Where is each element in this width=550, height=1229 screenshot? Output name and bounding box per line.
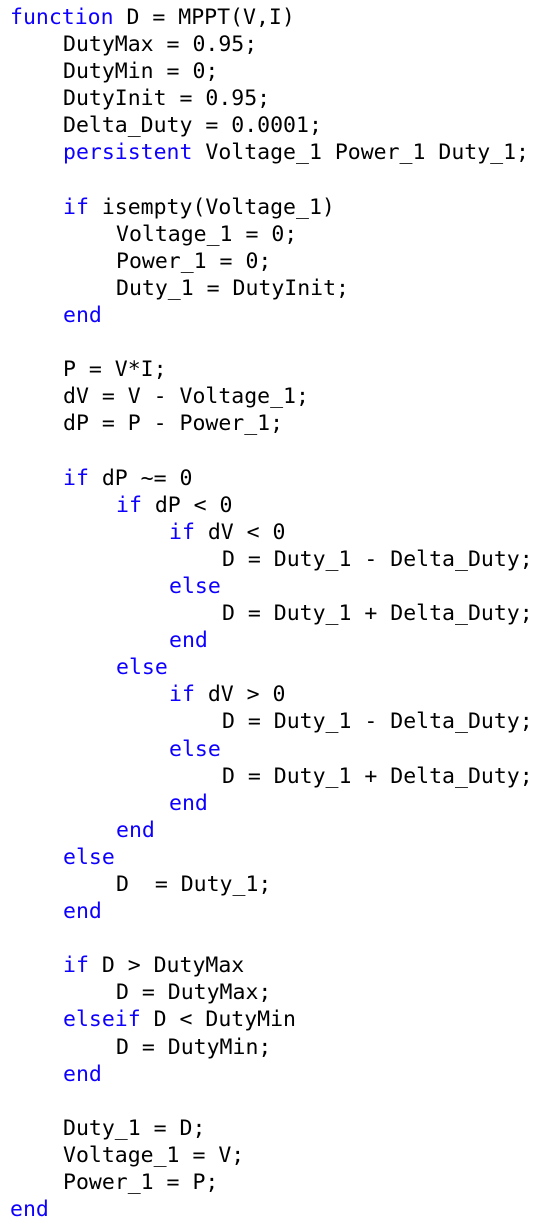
code-text: Power_1 = P; [63, 1170, 219, 1196]
code-line: end [0, 1061, 550, 1088]
code-text: dP = P - Power_1; [63, 411, 284, 437]
code-keyword: end [63, 303, 102, 329]
code-text: Duty_1 = DutyInit; [116, 275, 349, 301]
code-line: else [0, 844, 550, 871]
code-line: function D = MPPT(V,I) [0, 4, 550, 31]
code-text: isempty(Voltage_1) [88, 194, 335, 220]
code-keyword: if [169, 519, 195, 545]
code-line: Duty_1 = D; [0, 1115, 550, 1142]
code-text: D = Duty_1 + Delta_Duty; [222, 601, 533, 627]
code-text: dV < 0 [194, 519, 286, 545]
code-text: Voltage_1 = V; [63, 1142, 245, 1168]
code-keyword: end [169, 628, 208, 654]
code-text: dP < 0 [141, 492, 233, 518]
code-text: dP ~= 0 [88, 465, 193, 491]
code-line: Delta_Duty = 0.0001; [0, 112, 550, 139]
code-line: D = Duty_1 + Delta_Duty; [0, 763, 550, 790]
code-text: D < DutyMin [140, 1007, 297, 1033]
code-line: else [0, 654, 550, 681]
code-text: Duty_1 = D; [63, 1115, 206, 1141]
code-text: D = Duty_1 + Delta_Duty; [222, 763, 533, 789]
code-line: DutyInit = 0.95; [0, 85, 550, 112]
code-line: DutyMax = 0.95; [0, 31, 550, 58]
code-line: if D > DutyMax [0, 952, 550, 979]
code-text: D > DutyMax [88, 953, 245, 979]
code-line: end [0, 302, 550, 329]
code-line: end [0, 790, 550, 817]
code-line [0, 329, 550, 356]
code-keyword: function [10, 5, 114, 30]
code-keyword: persistent [63, 140, 193, 166]
code-keyword: end [10, 1197, 49, 1223]
code-keyword: if [116, 492, 142, 518]
code-text: DutyMin = 0; [63, 59, 219, 85]
code-keyword: else [116, 655, 168, 681]
code-keyword: else [63, 844, 115, 870]
code-line: D = Duty_1 - Delta_Duty; [0, 708, 550, 735]
code-line: if dV < 0 [0, 519, 550, 546]
code-keyword: else [169, 573, 221, 599]
code-keyword: if [63, 953, 89, 979]
code-text: D = Duty_1 - Delta_Duty; [222, 709, 533, 735]
code-text: dV = V - Voltage_1; [63, 384, 309, 410]
code-text: Power_1 = 0; [116, 248, 272, 274]
code-line: if isempty(Voltage_1) [0, 194, 550, 221]
code-line: end [0, 898, 550, 925]
code-keyword: else [169, 736, 221, 762]
code-text: Voltage_1 = 0; [116, 221, 298, 247]
code-keyword: end [116, 817, 155, 843]
code-text: D = DutyMax; [116, 980, 272, 1006]
code-line: D = Duty_1 - Delta_Duty; [0, 546, 550, 573]
code-line: else [0, 573, 550, 600]
code-line: elseif D < DutyMin [0, 1006, 550, 1033]
code-text: DutyInit = 0.95; [63, 86, 271, 112]
code-line: if dP < 0 [0, 492, 550, 519]
code-line [0, 438, 550, 465]
code-text: D = DutyMin; [116, 1034, 272, 1060]
code-line: Voltage_1 = 0; [0, 221, 550, 248]
code-text: D = MPPT(V,I) [113, 5, 295, 30]
code-line: end [0, 627, 550, 654]
code-line: D = Duty_1; [0, 871, 550, 898]
code-text: dV > 0 [194, 682, 286, 708]
code-line: D = Duty_1 + Delta_Duty; [0, 600, 550, 627]
code-line: persistent Voltage_1 Power_1 Duty_1; [0, 139, 550, 166]
code-line: if dV > 0 [0, 681, 550, 708]
code-text: P = V*I; [63, 357, 167, 383]
code-line: D = DutyMin; [0, 1034, 550, 1061]
code-keyword: elseif [63, 1007, 141, 1033]
code-line: dP = P - Power_1; [0, 410, 550, 437]
code-line [0, 1088, 550, 1115]
code-keyword: if [63, 465, 89, 491]
code-line: P = V*I; [0, 356, 550, 383]
code-line: Voltage_1 = V; [0, 1142, 550, 1169]
code-text: DutyMax = 0.95; [63, 32, 258, 58]
code-line [0, 167, 550, 194]
code-text: Delta_Duty = 0.0001; [63, 113, 322, 139]
code-line: D = DutyMax; [0, 979, 550, 1006]
code-line: Duty_1 = DutyInit; [0, 275, 550, 302]
code-line: Power_1 = P; [0, 1169, 550, 1196]
code-text: D = Duty_1 - Delta_Duty; [222, 546, 533, 572]
code-line: Power_1 = 0; [0, 248, 550, 275]
code-line [0, 925, 550, 952]
code-line: dV = V - Voltage_1; [0, 383, 550, 410]
code-keyword: end [169, 790, 208, 816]
code-text: Voltage_1 Power_1 Duty_1; [192, 140, 529, 166]
code-text: D = Duty_1; [116, 872, 272, 897]
code-keyword: end [63, 899, 102, 925]
code-line: DutyMin = 0; [0, 58, 550, 85]
code-keyword: if [169, 682, 195, 708]
code-line: if dP ~= 0 [0, 465, 550, 492]
code-line: end [0, 1196, 550, 1223]
code-keyword: if [63, 194, 89, 220]
code-keyword: end [63, 1061, 102, 1087]
code-line: else [0, 736, 550, 763]
code-line: end [0, 817, 550, 844]
